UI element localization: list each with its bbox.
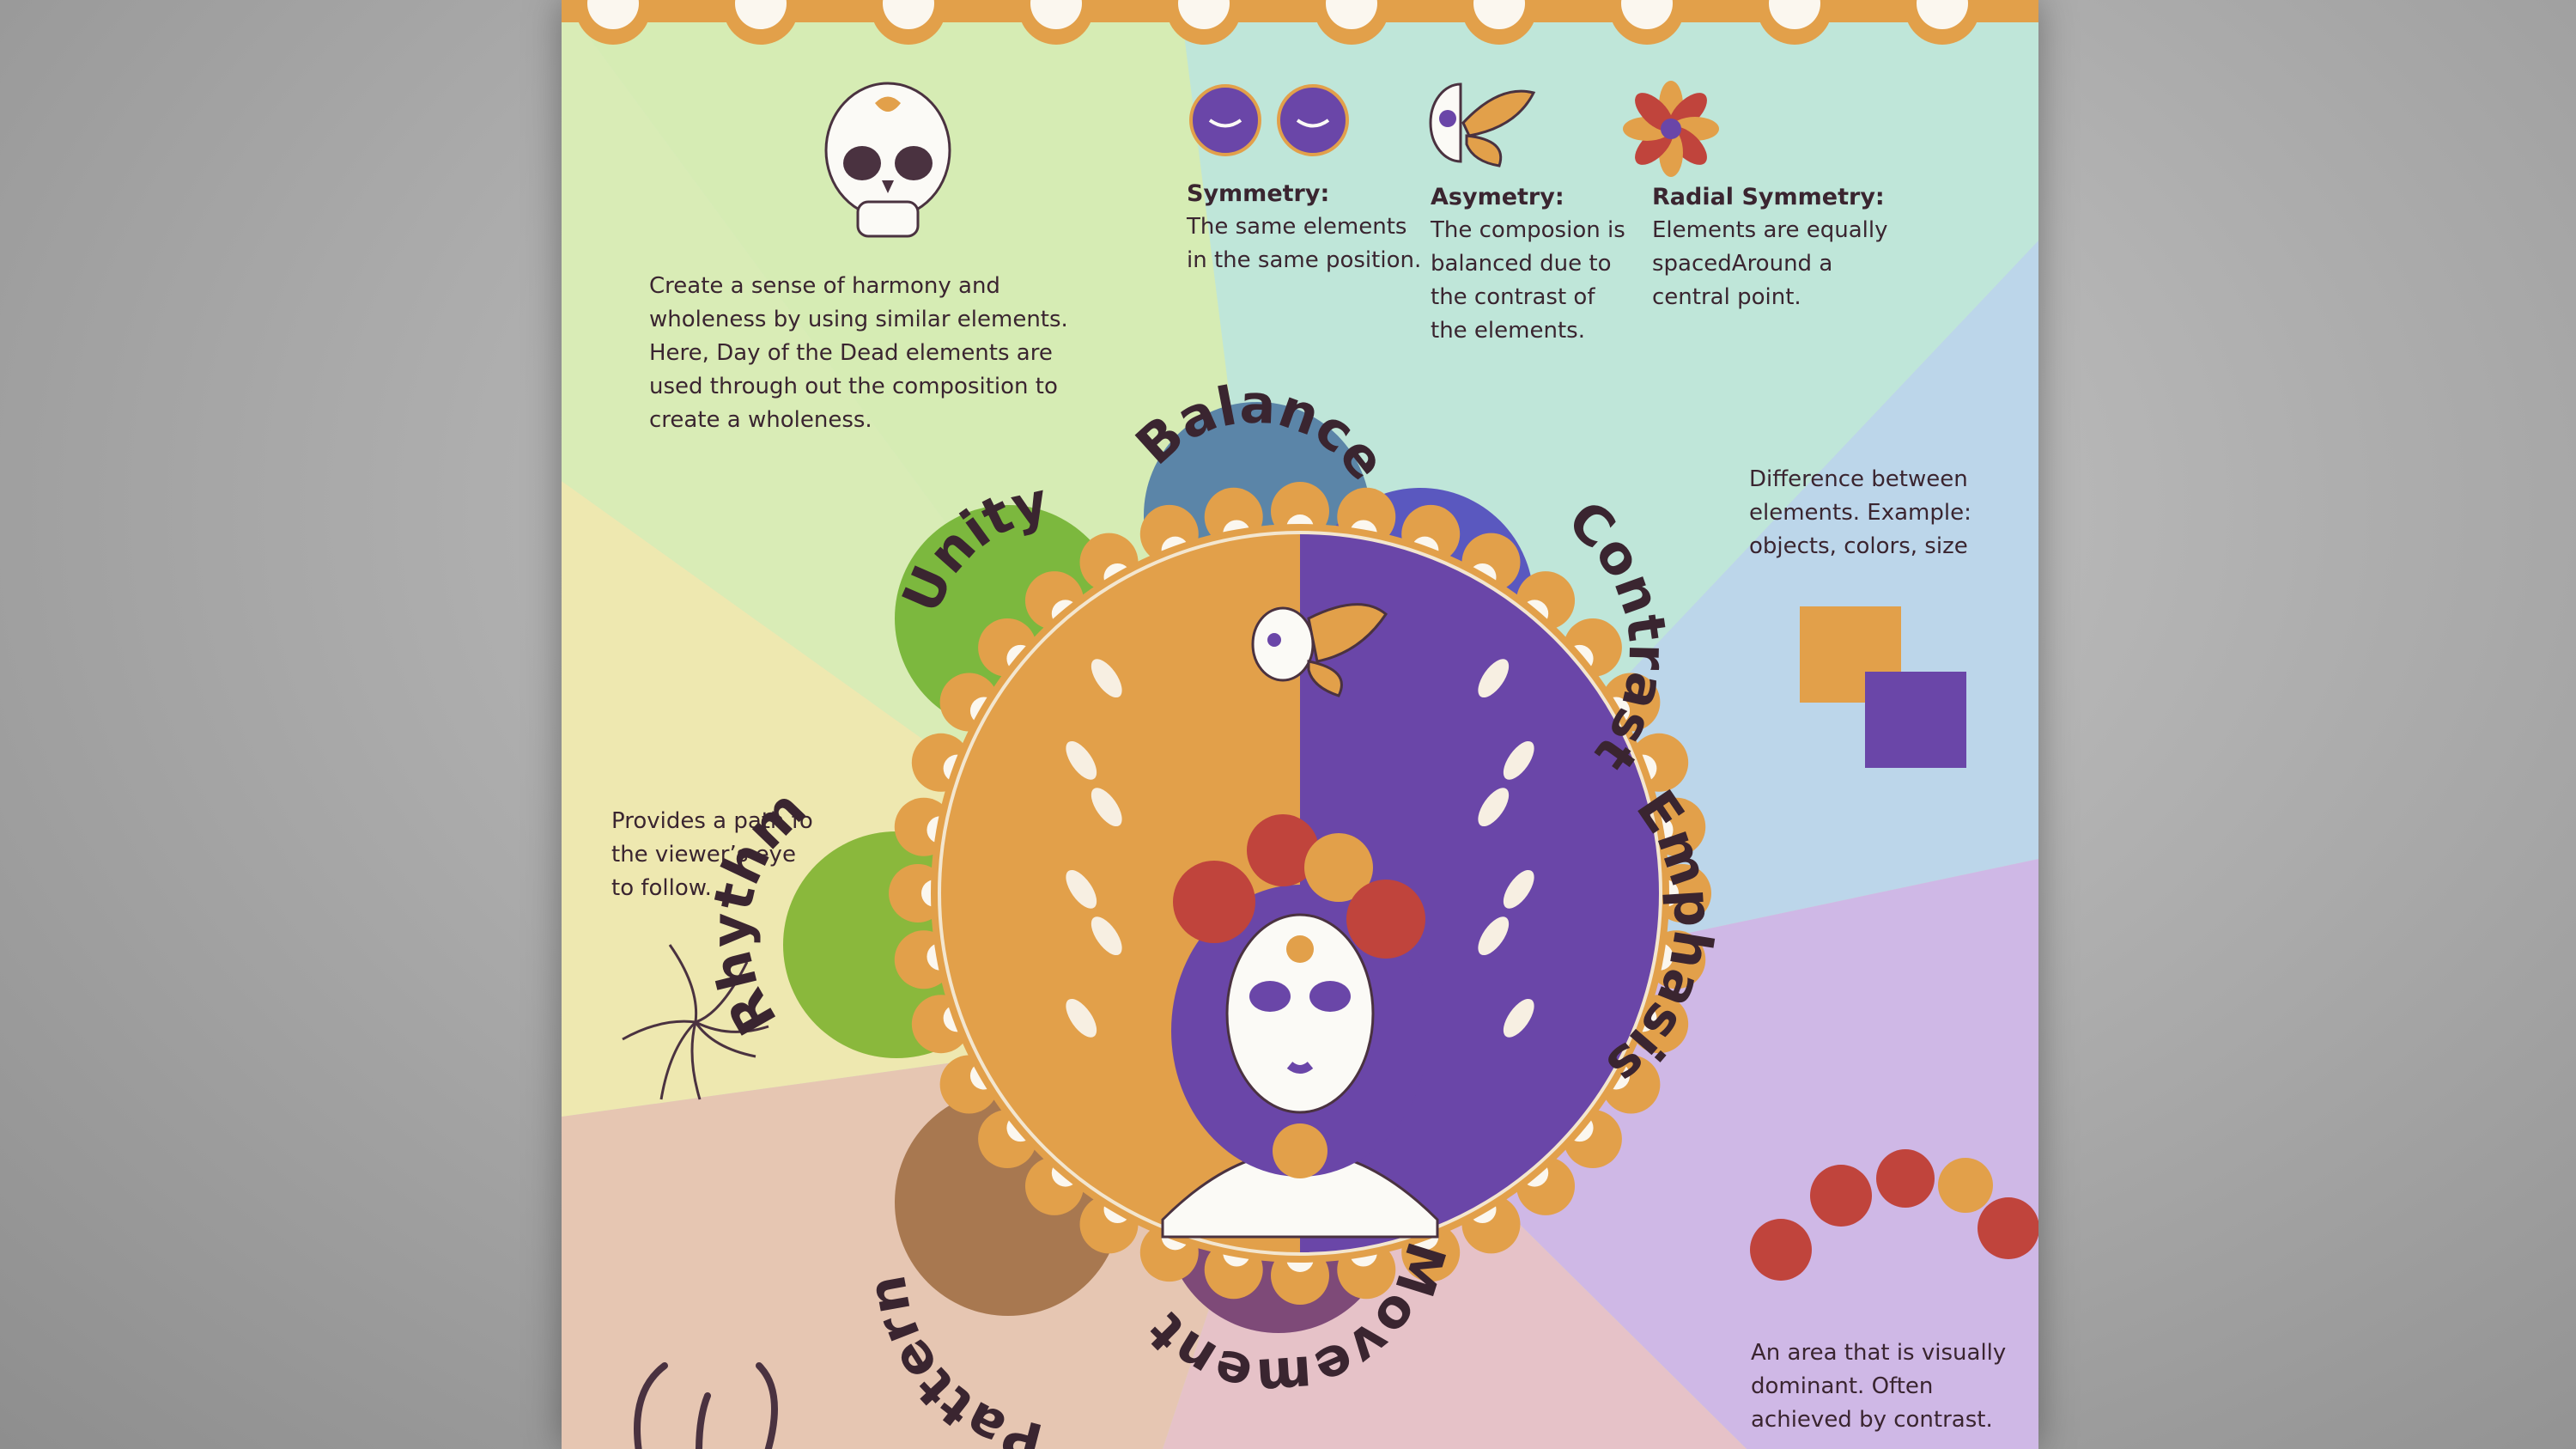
contrast-square-purple — [1865, 672, 1966, 768]
medallion-skull-butterfly — [1251, 603, 1388, 697]
contrast-description: Difference between elements. Example: ob… — [1749, 463, 1971, 563]
asymmetry-description: Asymetry: The composion is balanced due … — [1431, 180, 1625, 348]
bottom-sprig-icon — [634, 1362, 778, 1449]
leaf-garlands — [1066, 659, 1534, 1038]
unity-line: used through out the composition to — [649, 374, 1058, 399]
unity-line: wholeness by using similar elements. — [649, 307, 1068, 332]
rhythm-line: to follow. — [611, 875, 712, 901]
radial-symmetry-description: Radial Symmetry: Elements are equally sp… — [1652, 180, 1888, 314]
emphasis-description: An area that is visually dominant. Often… — [1751, 1336, 2006, 1437]
symmetry-line: The same elements — [1187, 214, 1407, 240]
rhythm-swirl-icon — [622, 944, 769, 1100]
contrast-line: Difference between — [1749, 466, 1968, 492]
unity-line: Here, Day of the Dead elements are — [649, 340, 1053, 366]
emphasis-line: dominant. Often — [1751, 1373, 1934, 1399]
contrast-line: objects, colors, size — [1749, 533, 1968, 559]
rhythm-line: Provides a path fo — [611, 808, 813, 834]
radial-title: Radial Symmetry: — [1652, 184, 1885, 210]
radial-flower-icon — [1623, 81, 1719, 177]
sugar-skull-icon — [824, 82, 951, 238]
unity-line: Create a sense of harmony and — [649, 273, 1000, 299]
poster-artwork: Balance Contrast Emphasis Movement Patte… — [562, 0, 2038, 1449]
radial-line: Elements are equally — [1652, 217, 1888, 243]
radial-line: spacedAround a — [1652, 251, 1833, 277]
symmetry-title: Symmetry: — [1187, 180, 1330, 207]
poster: Balance Contrast Emphasis Movement Patte… — [562, 0, 2038, 1449]
unity-description: Create a sense of harmony and wholeness … — [649, 270, 1068, 437]
radial-line: central point. — [1652, 284, 1801, 310]
emphasis-flowers-icon — [1750, 1149, 2038, 1281]
rhythm-line: the viewer’s eye — [611, 842, 796, 868]
symmetry-eyes-icon — [1189, 84, 1349, 156]
scalloped-border — [575, 0, 1980, 45]
catrina-figure — [1161, 814, 1439, 1239]
rhythm-description: Provides a path fo the viewer’s eye to f… — [611, 805, 813, 905]
asymmetry-line: the contrast of — [1431, 284, 1595, 310]
asymmetry-line: the elements. — [1431, 318, 1585, 344]
emphasis-line: achieved by contrast. — [1751, 1407, 1993, 1433]
asymmetry-icon — [1429, 82, 1536, 167]
contrast-line: elements. Example: — [1749, 500, 1971, 526]
emphasis-line: An area that is visually — [1751, 1340, 2007, 1366]
asymmetry-title: Asymetry: — [1431, 184, 1564, 210]
symmetry-line: in the same position. — [1187, 247, 1422, 273]
symmetry-description: Symmetry: The same elements in the same … — [1187, 177, 1421, 277]
asymmetry-line: balanced due to — [1431, 251, 1612, 277]
asymmetry-line: The composion is — [1431, 217, 1625, 243]
unity-line: create a wholeness. — [649, 407, 872, 433]
